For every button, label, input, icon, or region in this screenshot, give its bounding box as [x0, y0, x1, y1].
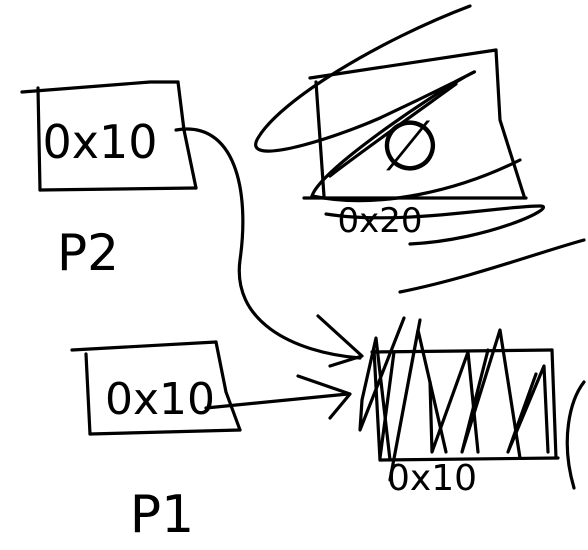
freed-block: ∅ 0x20 — [302, 48, 528, 241]
freed-block-address: 0x20 — [337, 201, 422, 241]
shared-block-scribble — [358, 316, 586, 490]
p2-arrow — [174, 127, 364, 368]
shared-block-address: 0x10 — [387, 458, 477, 499]
freed-block-scribble — [254, 4, 586, 294]
p1-label: P1 — [130, 485, 194, 545]
p2-pointer-box: 0x10 — [20, 80, 198, 192]
p1-pointer-box: 0x10 — [70, 340, 242, 436]
shared-block: 0x10 — [370, 348, 560, 499]
p1-arrow — [204, 374, 352, 420]
p2-box-value: 0x10 — [42, 115, 157, 169]
p2-label: P2 — [57, 224, 119, 282]
p1-box-value: 0x10 — [105, 374, 215, 425]
